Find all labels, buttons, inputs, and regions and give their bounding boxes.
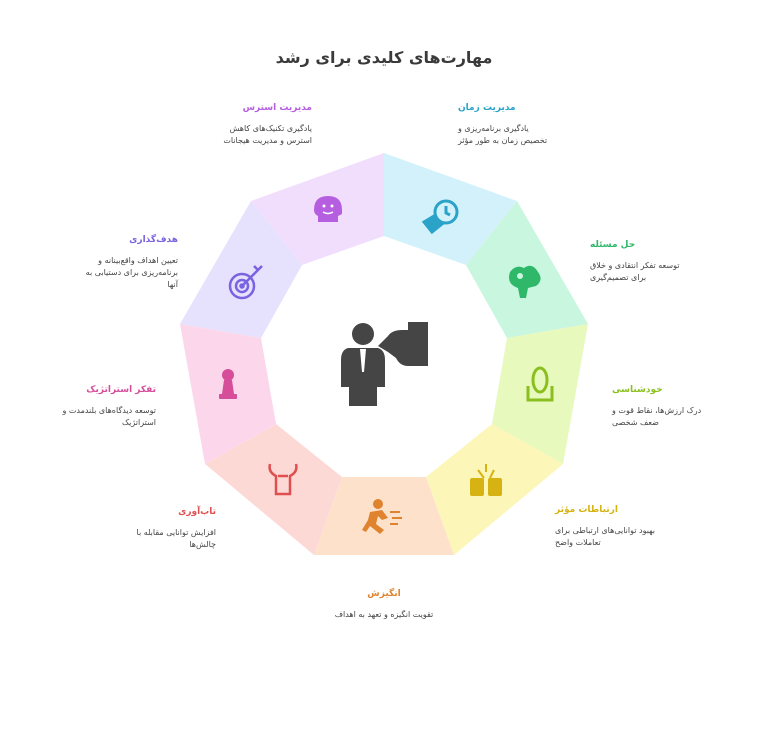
strong-person-icon: [268, 463, 298, 496]
label-desc: آنها: [167, 280, 178, 289]
label-title: تاب‌آوری: [178, 507, 216, 517]
clock-hand-icon: [421, 199, 459, 235]
mirror-icon: [526, 366, 554, 402]
label-desc: چالش‌ها: [189, 540, 216, 549]
running-person-icon: [362, 499, 402, 534]
segment-time-management[interactable]: [384, 153, 517, 265]
label-title: مدیریت زمان: [458, 103, 516, 113]
label-desc: افزایش توانایی مقابله با: [136, 528, 216, 537]
segment-self-awareness[interactable]: [492, 324, 588, 464]
label-communication: ارتباطات مؤثر بهبود توانایی‌های ارتباطی …: [555, 505, 725, 549]
label-title: هدف‌گذاری: [129, 235, 178, 245]
target-icon: [228, 265, 263, 300]
page-title: مهارت‌های کلیدی برای رشد: [275, 48, 493, 67]
label-title: انگیزش: [367, 589, 401, 599]
label-desc: استرس و مدیریت هیجانات: [223, 136, 312, 145]
brain-puzzle-icon: [509, 265, 541, 298]
segment-resilience[interactable]: [205, 424, 342, 555]
label-self-awareness: خودشناسی درک ارزش‌ها، نقاط قوت و ضعف شخص…: [612, 385, 768, 429]
calm-head-icon: [314, 196, 342, 222]
label-stress-management: مدیریت استرس یادگیری تکنیک‌های کاهش استر…: [142, 103, 312, 147]
label-title: تفکر استراتژیک: [86, 385, 156, 395]
label-desc: برای تصمیم‌گیری: [590, 273, 647, 282]
label-desc: یادگیری تکنیک‌های کاهش: [229, 124, 312, 133]
label-resilience: تاب‌آوری افزایش توانایی مقابله با چالش‌ه…: [46, 507, 216, 551]
label-goal-setting: هدف‌گذاری تعیین اهداف واقع‌بینانه و برنا…: [8, 235, 178, 291]
label-desc: تقویت انگیزه و تعهد به اهداف: [334, 610, 434, 619]
label-desc: درک ارزش‌ها، نقاط قوت و: [612, 406, 702, 415]
label-title: حل مسئله: [590, 240, 636, 250]
label-title: ارتباطات مؤثر: [555, 505, 618, 515]
label-time-management: مدیریت زمان یادگیری برنامه‌ریزی و تخصیص …: [458, 103, 628, 147]
label-desc: یادگیری برنامه‌ریزی و: [458, 124, 529, 133]
chess-pawn-icon: [219, 369, 237, 399]
label-desc: برنامه‌ریزی برای دستیابی به: [85, 268, 178, 277]
handshake-icon: [470, 464, 502, 496]
label-desc: بهبود توانایی‌های ارتباطی برای: [555, 526, 656, 535]
label-strategic-thinking: تفکر استراتژیک توسعه دیدگاه‌های بلندمدت …: [0, 385, 156, 429]
label-desc: تعاملات واضح: [555, 538, 601, 547]
businessman-icon: [341, 322, 428, 406]
label-motivation: انگیزش تقویت انگیزه و تعهد به اهداف: [299, 589, 469, 621]
label-desc: تعیین اهداف واقع‌بینانه و: [98, 256, 178, 265]
label-desc: ضعف شخصی: [612, 418, 659, 427]
label-title: مدیریت استرس: [242, 103, 312, 113]
label-desc: توسعه دیدگاه‌های بلندمدت و: [62, 406, 156, 415]
label-desc: تخصیص زمان به طور مؤثر: [458, 136, 548, 145]
label-problem-solving: حل مسئله توسعه تفکر انتقادی و خلاق برای …: [590, 240, 760, 284]
label-title: خودشناسی: [612, 385, 663, 395]
label-desc: توسعه تفکر انتقادی و خلاق: [590, 261, 680, 270]
label-desc: استراتژیک: [121, 418, 156, 427]
segment-goal-setting[interactable]: [180, 201, 302, 338]
